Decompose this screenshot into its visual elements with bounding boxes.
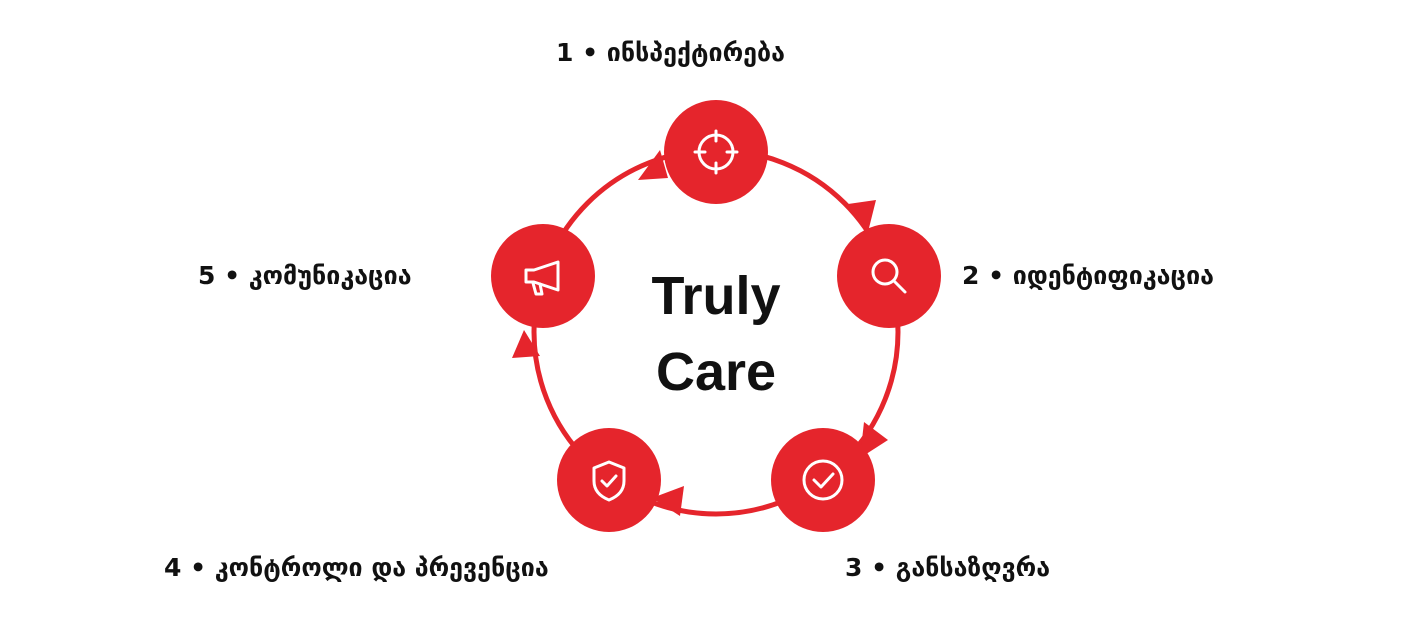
magnifier-icon	[871, 258, 907, 294]
center-title-line-1: Truly	[651, 266, 781, 326]
step-1-circle	[664, 100, 768, 204]
arrow-5-to-1	[638, 150, 668, 180]
check-circle-icon	[802, 459, 844, 501]
step-2-node	[837, 224, 941, 328]
step-3-label: 3 • განსაზღვრა	[845, 553, 1051, 582]
step-4-circle	[557, 428, 661, 532]
step-5-circle	[491, 224, 595, 328]
step-3-node	[771, 428, 875, 532]
arrow-1-to-2	[848, 200, 876, 232]
center-title: Truly Care	[596, 258, 836, 410]
arrow-2-to-3	[860, 422, 888, 458]
step-1-label: 1 • ინსპექტირება	[556, 38, 785, 67]
step-2-label: 2 • იდენტიფიკაცია	[962, 261, 1215, 290]
arrow-4-to-5	[512, 330, 540, 358]
arrow-3-to-4	[652, 486, 684, 516]
step-4-node	[557, 428, 661, 532]
step-3-circle	[771, 428, 875, 532]
arrowheads	[512, 150, 888, 516]
step-4-label: 4 • კონტროლი და პრევენცია	[164, 553, 549, 582]
step-5-node	[491, 224, 595, 328]
step-1-node	[664, 100, 768, 204]
step-5-label: 5 • კომუნიკაცია	[198, 261, 412, 290]
step-2-circle	[837, 224, 941, 328]
megaphone-icon	[524, 260, 560, 296]
shield-check-icon	[592, 460, 626, 502]
crosshair-icon	[693, 129, 739, 175]
center-title-line-2: Care	[655, 342, 777, 402]
